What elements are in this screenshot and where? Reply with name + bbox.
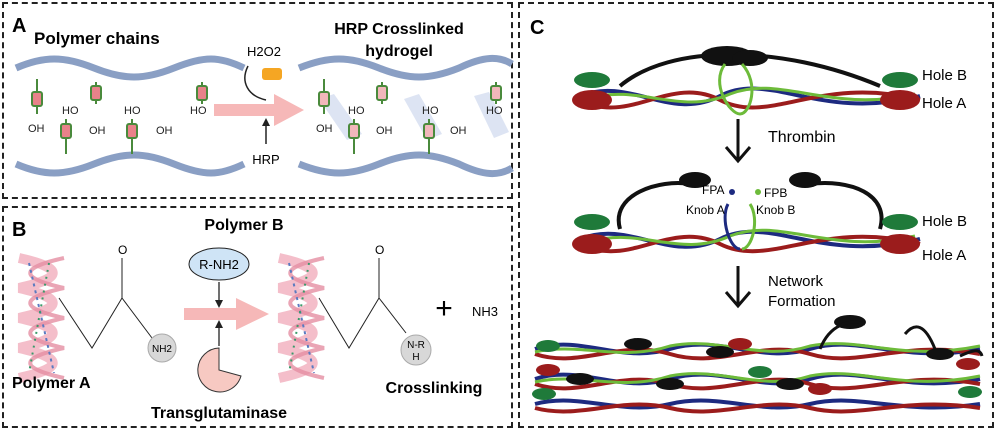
hole-b-label-2: Hole B	[922, 213, 967, 230]
reagent-hrp: HRP	[252, 152, 279, 167]
reaction-arrow-a	[214, 94, 304, 126]
hrp-enzyme-icon	[262, 68, 282, 80]
svg-text:HO: HO	[348, 105, 365, 117]
nh2-group	[147, 333, 177, 363]
helix-polymer-a	[17, 253, 65, 383]
nh2-label: NH2	[152, 344, 172, 355]
oxygen-label-a: O	[118, 243, 127, 257]
polymer-chain-top-right	[297, 55, 514, 81]
hydroxyl-labels-left: OH OH HO HO OH HO	[28, 105, 207, 137]
panel-a: A Polymer chains HRP Crosslinked hydroge…	[2, 2, 514, 199]
svg-text:HO: HO	[62, 105, 79, 117]
nr-group	[400, 334, 432, 366]
svg-text:HO: HO	[486, 105, 503, 117]
phenol-groups-left	[31, 79, 208, 154]
polymer-a-label: Polymer A	[12, 375, 91, 392]
reagent-arrowhead-icon	[215, 300, 223, 308]
reagent-h2o2: H2O2	[247, 44, 281, 59]
right-title-line1: HRP Crosslinked	[334, 21, 464, 38]
enzyme-label: Transglutaminase	[151, 405, 287, 422]
crosslinking-label: Crosslinking	[386, 380, 483, 397]
step-network-line2: Formation	[768, 293, 836, 310]
fibrin-network	[532, 315, 984, 414]
svg-text:OH: OH	[156, 125, 173, 137]
knob-b-label: Knob B	[756, 203, 795, 217]
svg-text:OH: OH	[450, 125, 467, 137]
network-arrowhead-icon	[724, 291, 752, 309]
fpa-label: FPA	[702, 183, 724, 197]
left-title: Polymer chains	[34, 29, 160, 48]
hole-a-label-1: Hole A	[922, 95, 966, 112]
step-network-line1: Network	[768, 273, 824, 290]
panel-c-drawing: C Hole B Hole A Thrombin	[530, 17, 984, 414]
svg-text:OH: OH	[376, 125, 393, 137]
hole-b-label-1: Hole B	[922, 67, 967, 84]
helix-product	[277, 253, 325, 383]
panel-a-drawing: A Polymer chains HRP Crosslinked hydroge…	[12, 15, 514, 177]
plus-sign: +	[435, 292, 453, 325]
right-title-line2: hydrogel	[365, 43, 433, 60]
bond-lines-a	[58, 258, 153, 349]
polymer-chain-bottom-right	[297, 151, 514, 177]
fibrinogen-molecule	[572, 46, 921, 116]
nh3-label: NH3	[472, 304, 498, 319]
svg-text:HO: HO	[124, 105, 141, 117]
hole-a-label-2: Hole A	[922, 247, 966, 264]
polymer-chain-bottom-left	[14, 151, 246, 177]
svg-text:OH: OH	[28, 123, 45, 135]
svg-text:OH: OH	[89, 125, 106, 137]
fibrin-monomer	[572, 172, 921, 254]
nr-label: N-R	[407, 340, 425, 351]
panel-b-drawing: B Polymer B R-NH2 O NH2 Polymer A Transg…	[12, 217, 498, 422]
hrp-arrowhead-icon	[262, 118, 270, 126]
enzyme-arrowhead-icon	[215, 320, 223, 328]
polymer-b-label: Polymer B	[204, 217, 283, 234]
hydroxyl-labels-right: OH OH HO HO OH HO	[316, 105, 503, 137]
panel-c-letter: C	[530, 17, 544, 39]
svg-text:HO: HO	[422, 105, 439, 117]
svg-text:OH: OH	[316, 123, 333, 135]
step-thrombin: Thrombin	[768, 129, 836, 146]
curved-arrow-icon	[244, 65, 267, 101]
fpb-label: FPB	[764, 186, 787, 200]
reaction-arrow-b	[184, 298, 269, 330]
thrombin-arrowhead-icon	[724, 146, 752, 164]
polymer-chain-top-left	[14, 55, 246, 81]
h-label: H	[412, 352, 419, 363]
panel-b: B Polymer B R-NH2 O NH2 Polymer A Transg…	[2, 206, 513, 428]
phenol-groups-right	[318, 79, 502, 154]
panel-a-letter: A	[12, 15, 26, 37]
reagent-label: R-NH2	[199, 257, 239, 272]
bond-lines-product	[318, 258, 407, 349]
panel-c: C Hole B Hole A Thrombin	[518, 2, 994, 428]
oxygen-label-product: O	[375, 243, 384, 257]
reagent-bubble	[188, 247, 250, 281]
knob-a-label: Knob A	[686, 203, 725, 217]
transglutaminase-icon	[197, 347, 242, 393]
panel-b-letter: B	[12, 219, 26, 241]
svg-text:HO: HO	[190, 105, 207, 117]
